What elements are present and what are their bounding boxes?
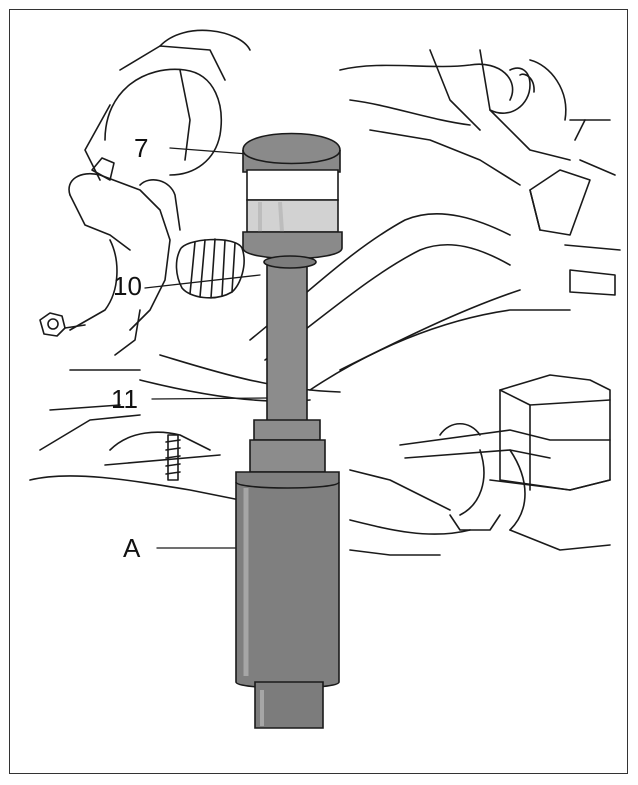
hose	[489, 67, 535, 114]
leader-7	[169, 147, 249, 155]
suspension-line-drawing	[29, 29, 621, 729]
tool-flange	[242, 231, 343, 260]
subframe-right	[339, 49, 621, 296]
callout-label-10: 10	[113, 271, 142, 301]
tool-bottom-shaft	[254, 681, 324, 729]
ball-joint-boot	[175, 238, 245, 299]
callout-label-11: 11	[111, 384, 138, 414]
tool-rod	[266, 259, 308, 439]
bushing	[246, 169, 339, 201]
steering-knuckle	[68, 157, 181, 356]
lower-linkage	[29, 369, 471, 556]
puller-tool	[235, 132, 343, 729]
callout-leaders	[144, 147, 269, 549]
press-cup-top	[242, 132, 341, 173]
box-component	[499, 374, 611, 491]
strut-assembly	[84, 29, 251, 181]
tie-rod	[399, 422, 611, 551]
tool-collar-upper	[253, 419, 321, 441]
flange-nut	[39, 312, 86, 337]
mount-bracket	[529, 119, 591, 236]
callout-label-A: A	[123, 533, 141, 563]
leader-10	[144, 274, 261, 289]
illustration-frame: 7 10 11 A	[9, 9, 628, 774]
callout-label-7: 7	[134, 133, 149, 163]
tool-body-A	[235, 471, 340, 689]
threaded-stud	[165, 434, 181, 481]
leader-11	[151, 397, 269, 400]
tool-collar-lower	[249, 439, 326, 473]
